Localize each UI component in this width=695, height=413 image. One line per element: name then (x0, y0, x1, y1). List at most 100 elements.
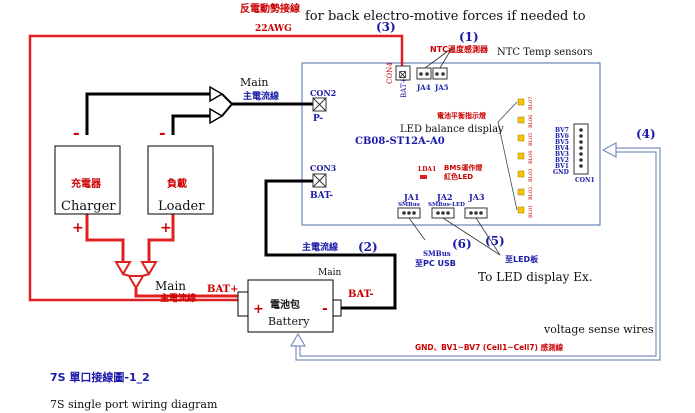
board-name: CB08-ST12A-A0 (355, 136, 445, 147)
back-emf-wire (28, 34, 404, 302)
led-ref-bl04: BL04 (528, 151, 534, 164)
smbus-pointer (408, 217, 426, 241)
battery-pos-wire (134, 288, 248, 298)
led-en-label: LED balance display (400, 124, 504, 135)
ja2-pointer (442, 217, 501, 256)
ja2-smbus-led-label: SMBus-LED (428, 202, 465, 208)
ja5-pin2 (441, 72, 445, 76)
con1-pin-gnd: GND (553, 169, 569, 176)
sense-cn-label: GND、BV1~BV7 (Cell1~Cell7) 感測線 (415, 342, 564, 352)
ja1-smbus-label: SMBus (398, 202, 420, 208)
smbus-top-label: SMBus (423, 249, 451, 258)
sense-arrow-board (601, 141, 617, 159)
led-bl07 (517, 98, 525, 106)
main-wire-con3 (264, 179, 397, 310)
ja1-label: JA1 (403, 192, 420, 202)
con1-pin-bv4: BV4 (555, 145, 569, 152)
lda1-led (420, 175, 427, 179)
ja4-pin2 (425, 72, 429, 76)
con4-cross: ⊠ (398, 68, 407, 81)
marker-2: (2) (358, 240, 378, 254)
led-board-cn-label: 至LED板 (505, 254, 539, 264)
bms-cn-label-2: 紅色LED (444, 172, 473, 181)
bms-cn-label-1: BMS運作燈 (444, 163, 483, 172)
con1-pin-bv3: BV3 (555, 151, 569, 158)
sense-wire-inner (299, 151, 657, 357)
main-arrow-bottom (209, 107, 224, 125)
red-arrow-left (114, 261, 132, 276)
led-pointer-2 (497, 121, 518, 211)
main-mid-cn-label: 主電流線 (302, 241, 338, 253)
red-arrow-right (140, 261, 158, 276)
ntc-pointer-1 (424, 47, 453, 69)
wire-gauge-label: 22AWG (255, 24, 292, 34)
con4-connector (395, 65, 411, 81)
led-ref-bl06: BL06 (528, 115, 534, 128)
caption-title-en: 7S single port wiring diagram (50, 398, 218, 411)
con2-pin-label: P- (313, 114, 323, 124)
ntc-pointer-2 (439, 47, 453, 69)
lda1-label: LDA1 (418, 166, 436, 173)
charger-minus: - (73, 123, 80, 142)
pcb-board (301, 62, 601, 226)
con1-pin-bv6: BV6 (555, 133, 569, 140)
con1-pin-bv5: BV5 (555, 139, 569, 146)
led-ref-bl02: BL02 (528, 187, 534, 200)
sense-wire-outer (295, 147, 661, 361)
caption-title-cn: 7S 單口接線圖-1_2 (50, 370, 150, 384)
marker-4: (4) (636, 127, 656, 141)
red-arrow-center (127, 275, 145, 290)
led-bl01 (517, 206, 525, 214)
main-mid-label: Main (318, 268, 341, 278)
con1-pin-bv7: BV7 (555, 127, 569, 134)
charger-pos-wire (85, 214, 125, 262)
ja4-label: JA4 (416, 83, 431, 92)
marker-1: (1) (459, 30, 479, 44)
voltage-sense-label: voltage sense wires (543, 323, 654, 336)
charger-box (54, 145, 121, 215)
main-top-label: Main (240, 76, 268, 89)
loader-pos-wire (147, 214, 175, 262)
bat-plus-label: BAT+ (207, 284, 238, 295)
con2-label: CON2 (310, 88, 336, 98)
con3-x2 (312, 173, 327, 188)
marker-3: (3) (376, 20, 396, 34)
led-bl06 (517, 116, 525, 124)
ntc-cn-label: NTC溫度感測器 (430, 44, 489, 54)
loader-plus: + (160, 220, 172, 236)
ja5-label: JA5 (434, 83, 449, 92)
led-ref-bl03: BL03 (528, 169, 534, 182)
battery-minus: - (322, 301, 328, 317)
con4-label: CON4 (386, 62, 394, 84)
main-bottom-cn-label: 主電流線 (160, 292, 196, 304)
main-wire-charger-neg (85, 92, 210, 135)
led-bl05 (517, 134, 525, 142)
loader-cn-label: 負載 (167, 177, 187, 190)
bat-minus-label: BAT- (348, 289, 374, 300)
battery-terminal-right (332, 299, 342, 317)
battery-terminal-left (237, 291, 249, 317)
led-pointer-1 (497, 101, 518, 123)
con3-pin-label: BAT- (310, 191, 333, 201)
ja2-label: JA2 (436, 192, 453, 202)
back-emf-en-label: for back electro-motive forces if needed… (305, 9, 586, 24)
con1-pins (579, 128, 583, 168)
main-bottom-label: Main (155, 279, 186, 293)
charger-plus: + (72, 220, 84, 236)
marker-6: (6) (452, 237, 472, 251)
loader-minus: - (159, 123, 166, 142)
ja3-label: JA3 (468, 192, 485, 202)
battery-en-label: Battery (268, 315, 310, 328)
marker-5: (5) (485, 234, 505, 248)
switch-link (221, 93, 233, 105)
led-ref-bl05: BL05 (528, 133, 534, 146)
led-bl03 (517, 170, 525, 178)
loader-box (147, 145, 214, 215)
led-bl02 (517, 188, 525, 196)
ja4-connector (416, 67, 432, 80)
charger-en-label: Charger (61, 199, 116, 214)
led-ref-bl01: BL01 (528, 205, 534, 218)
battery-cn-label: 電池包 (270, 298, 300, 311)
back-emf-cn-label: 反電動勢接線 (240, 2, 300, 15)
